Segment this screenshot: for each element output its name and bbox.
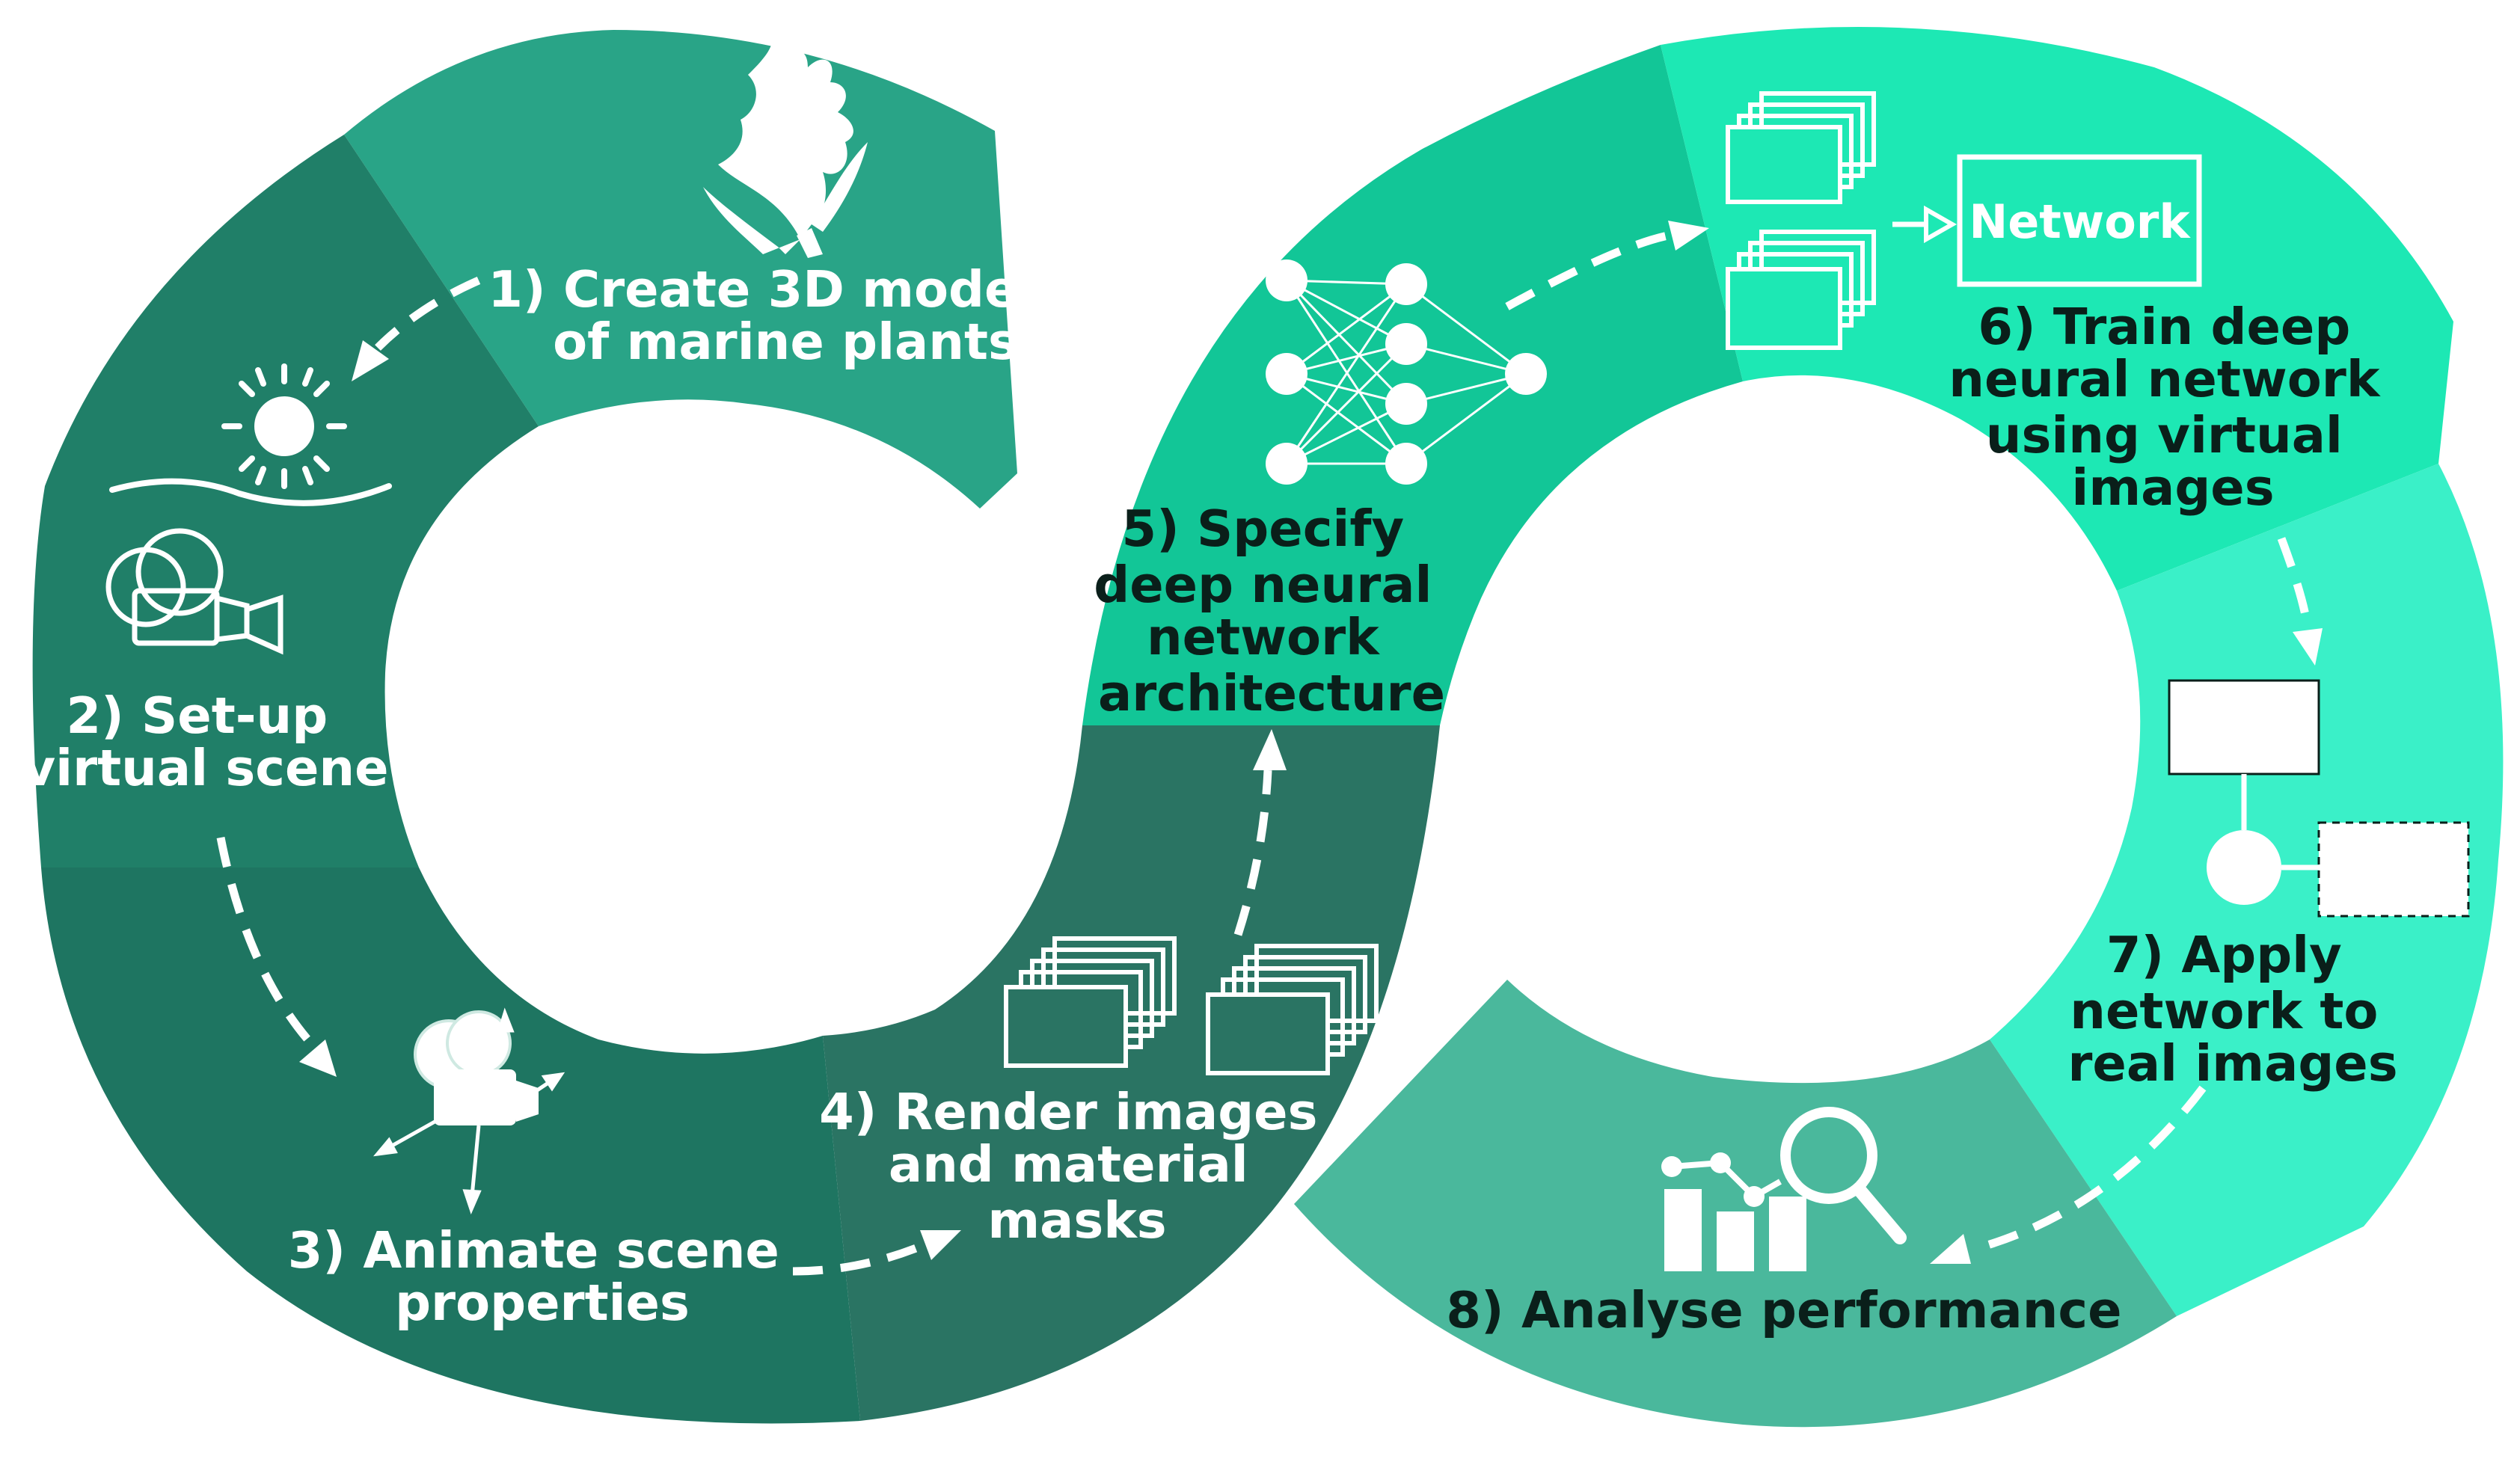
seaweed-icon: [703, 30, 868, 258]
step-3-label: 3) Animate scene properties: [288, 1221, 797, 1332]
step-2-line-1: 2) Set-up: [66, 687, 328, 745]
analytics-icon: [1661, 1107, 1907, 1271]
arrowhead-1-to-2: [352, 340, 389, 381]
arrowhead-4-to-5: [1253, 729, 1287, 770]
neural-network-icon: [1266, 259, 1547, 485]
animated-camera-icon: [373, 1007, 565, 1214]
segment-3: [41, 867, 860, 1424]
step-6-line-4: images: [2071, 458, 2274, 517]
image-stack-icon: [1004, 936, 1379, 1075]
arrowhead-2-to-3: [299, 1039, 337, 1077]
step-4-line-1: 4) Render images: [819, 1083, 1317, 1141]
step-1-line-2: of marine plants: [553, 313, 1018, 371]
step-5-line-4: architecture: [1098, 664, 1445, 722]
step-1-label: 1) Create 3D models of marine plants: [488, 260, 1082, 371]
step-5-line-1: 5) Specify: [1121, 500, 1404, 558]
right-ring: [1082, 27, 2504, 1428]
step-8-label: 8) Analyse performance: [1446, 1281, 2121, 1339]
step-4-line-3: masks: [987, 1191, 1166, 1250]
arrow-2-to-3: [216, 836, 318, 1050]
step-8-line-1: 8) Analyse performance: [1446, 1281, 2121, 1339]
step-3-line-1: 3) Animate scene: [288, 1221, 779, 1280]
step-6-line-3: using virtual: [1986, 406, 2343, 464]
step-4-label: 4) Render images and material masks: [819, 1083, 1335, 1250]
segment-1: [344, 30, 1017, 509]
arrowhead-3-to-4: [920, 1230, 961, 1260]
step-3-line-2: properties: [395, 1274, 690, 1332]
arrow-5-to-6: [1505, 231, 1670, 310]
step-2-label: 2) Set-up virtual scene: [22, 687, 388, 797]
step-7-line-3: real images: [2067, 1034, 2397, 1093]
step-4-line-2: and material: [889, 1135, 1248, 1194]
step-5-line-2: deep neural: [1094, 556, 1432, 614]
arrow-3-to-4: [792, 1241, 926, 1276]
network-box: Network: [1957, 154, 2202, 287]
arrowhead-5-to-6: [1668, 221, 1709, 251]
network-box-label: Network: [1969, 194, 2191, 249]
step-7-line-1: 7) Apply: [2106, 926, 2342, 984]
step-7-line-2: network to: [2070, 982, 2378, 1040]
step-1-line-1: 1) Create 3D models: [488, 260, 1065, 319]
flow-arrows: [216, 221, 2323, 1276]
step-2-line-2: virtual scene: [22, 739, 388, 797]
step-5-line-3: network: [1147, 608, 1380, 666]
arrow-7-to-8: [1973, 1085, 2207, 1253]
step-6-line-1: 6) Train deep: [1978, 298, 2350, 356]
arrow-6-to-7: [2277, 537, 2312, 629]
arrow-4-to-5: [1233, 770, 1272, 936]
arrowhead-6-to-7: [2293, 628, 2323, 666]
arrowhead-7-to-8: [1930, 1234, 1971, 1264]
arrow-1-to-2: [375, 276, 481, 351]
training-icon: [1726, 91, 1958, 350]
segment-8: [1294, 980, 2177, 1428]
step-6-label: 6) Train deep neural network using virtu…: [1949, 298, 2397, 517]
segment-4: [823, 725, 1440, 1421]
segment-6: [1661, 27, 2453, 591]
sun-icon: [221, 363, 347, 489]
step-5-label: 5) Specify deep neural network architect…: [1094, 500, 1450, 722]
apply-network-icon: [2168, 679, 2470, 918]
step-6-line-2: neural network: [1949, 350, 2381, 408]
step-7-label: 7) Apply network to real images: [2067, 926, 2397, 1093]
camera-icon: [105, 528, 283, 655]
wave-icon: [109, 478, 392, 506]
